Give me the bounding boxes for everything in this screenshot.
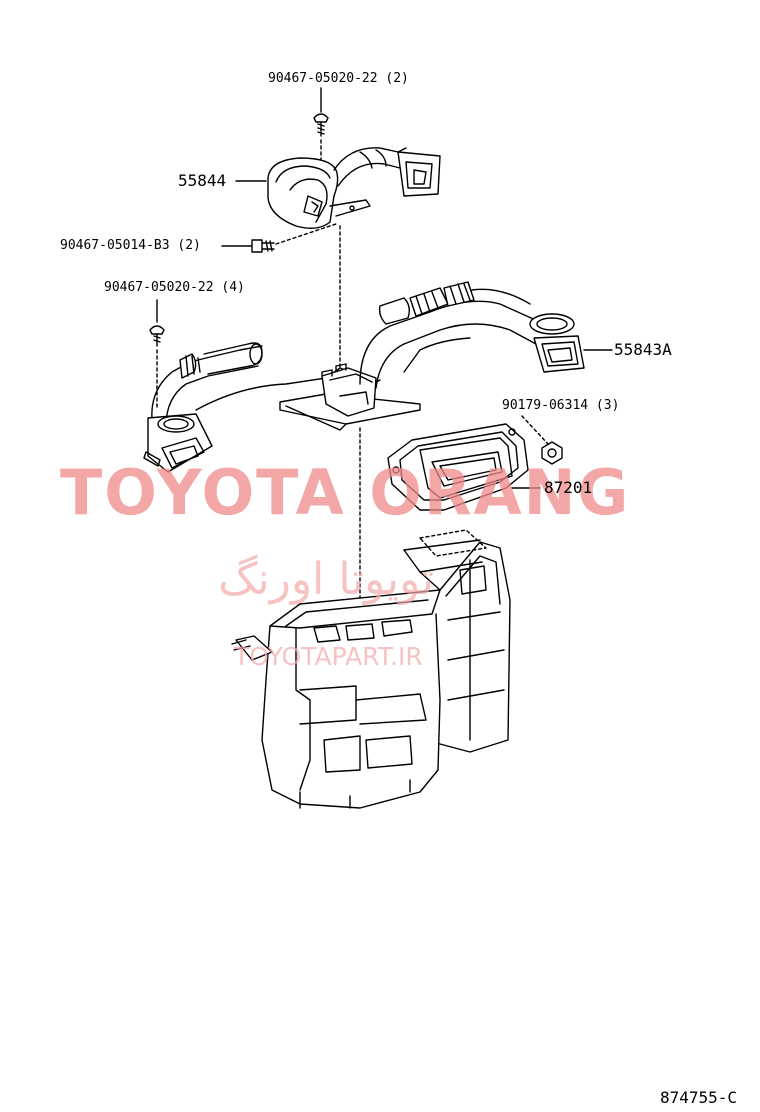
- clip-b3-icon: [221, 223, 337, 253]
- part-label-screw-top: 90467-05020-22 (2): [268, 71, 409, 86]
- part-label-clip-b3: 90467-05014-B3 (2): [60, 238, 201, 253]
- duct-55843a-drawing: [143, 281, 585, 473]
- watermark-persian: تویوتا اورنگ: [218, 554, 434, 605]
- heater-unit-drawing: [231, 539, 511, 809]
- figure-code: 874755-C: [660, 1088, 738, 1107]
- watermark-url: TOYOTAPART.IR: [234, 642, 423, 671]
- nut-icon: [521, 415, 563, 465]
- part-label-nut: 90179-06314 (3): [502, 398, 620, 413]
- duct-55844-drawing: [267, 147, 441, 229]
- part-label-55844: 55844: [178, 171, 227, 190]
- part-label-87201: 87201: [544, 478, 593, 497]
- screw-left-icon: [149, 299, 165, 411]
- duct-87201-drawing: [387, 423, 529, 511]
- screw-top-icon: [313, 87, 329, 169]
- part-label-screw-left: 90467-05020-22 (4): [104, 280, 245, 295]
- part-label-55843a: 55843A: [614, 340, 672, 359]
- assembly-outline: [419, 529, 487, 557]
- watermark-brand: TOYOTA ORANG: [60, 456, 631, 529]
